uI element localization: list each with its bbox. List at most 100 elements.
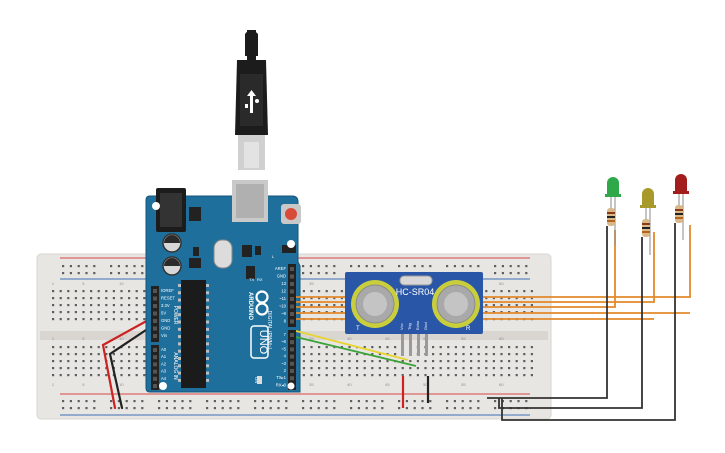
breadboard-hole <box>350 400 353 403</box>
breadboard-hole <box>120 318 123 321</box>
breadboard-hole <box>371 360 374 363</box>
breadboard-hole <box>105 346 108 349</box>
breadboard-hole <box>530 374 533 377</box>
breadboard-hole <box>394 367 397 370</box>
mounting-hole-1 <box>152 202 160 210</box>
breadboard-hole <box>105 311 108 314</box>
breadboard-hole <box>128 374 131 377</box>
breadboard-hole <box>133 400 136 403</box>
header-pin <box>153 311 157 316</box>
header-pin <box>153 304 157 308</box>
breadboard-hole <box>310 297 313 300</box>
usb-symbol-icon <box>245 90 259 113</box>
breadboard-hole <box>302 400 305 403</box>
breadboard-hole <box>97 346 100 349</box>
header-pin <box>153 369 157 374</box>
breadboard-hole <box>74 290 77 293</box>
breadboard-hole <box>413 265 416 268</box>
breadboard-hole <box>501 265 504 268</box>
breadboard-hole <box>125 272 128 275</box>
breadboard-hole <box>133 407 136 410</box>
breadboard-hole <box>515 367 518 370</box>
breadboard-hole <box>386 346 389 349</box>
breadboard-hole <box>105 304 108 307</box>
breadboard-hole <box>128 360 131 363</box>
chip-pin <box>206 364 209 368</box>
breadboard-hole <box>413 407 416 410</box>
pin-label: RESET <box>161 296 175 301</box>
breadboard-hole <box>318 297 321 300</box>
breadboard-hole <box>333 272 336 275</box>
breadboard-hole <box>500 346 503 349</box>
atmega-pins <box>178 284 209 382</box>
breadboard-hole <box>509 272 512 275</box>
breadboard-hole <box>340 304 343 307</box>
breadboard-hole <box>97 318 100 321</box>
reset-button[interactable] <box>285 208 297 220</box>
breadboard-hole <box>318 290 321 293</box>
breadboard-hole <box>302 374 305 377</box>
breadboard-hole <box>405 400 408 403</box>
breadboard-hole <box>143 367 146 370</box>
breadboard-hole <box>59 360 62 363</box>
header-pin <box>290 282 294 286</box>
pin-label: ~3 <box>281 361 286 366</box>
breadboard-hole <box>378 346 381 349</box>
chip-pin <box>178 327 181 331</box>
header-pin <box>290 312 294 316</box>
power-wires <box>101 316 430 410</box>
breadboard-hole <box>135 304 138 307</box>
breadboard-hole <box>112 360 115 363</box>
pin-label: ~10 <box>279 304 287 309</box>
breadboard-hole <box>74 367 77 370</box>
breadboard-hole <box>350 265 353 268</box>
breadboard-hole <box>530 290 533 293</box>
chip-pin <box>206 320 209 324</box>
breadboard-hole <box>277 400 280 403</box>
breadboard-hole <box>429 265 432 268</box>
breadboard-hole <box>285 400 288 403</box>
breadboard-hole <box>105 318 108 321</box>
breadboard-hole <box>143 297 146 300</box>
breadboard-hole <box>405 407 408 410</box>
breadboard-column-label: 60 <box>499 382 504 387</box>
chip-pin <box>178 357 181 360</box>
breadboard-hole <box>110 265 113 268</box>
breadboard-hole <box>453 400 456 403</box>
breadboard-hole <box>492 374 495 377</box>
breadboard-hole <box>517 265 520 268</box>
header-pin <box>153 319 157 323</box>
breadboard-hole <box>143 318 146 321</box>
breadboard-hole <box>371 346 374 349</box>
wire-ground-yellow-led <box>498 237 643 409</box>
breadboard-hole <box>74 360 77 363</box>
breadboard-hole <box>112 297 115 300</box>
breadboard-hole <box>340 290 343 293</box>
breadboard-column-label: 1 <box>52 281 55 286</box>
pin-label: ~5 <box>281 346 286 351</box>
breadboard-hole <box>135 318 138 321</box>
breadboard-hole <box>500 297 503 300</box>
breadboard-hole <box>454 360 457 363</box>
pin-label: ~9 <box>281 311 286 316</box>
breadboard-hole <box>477 407 480 410</box>
breadboard-hole <box>310 290 313 293</box>
breadboard-hole <box>128 367 131 370</box>
breadboard-hole <box>462 360 465 363</box>
chip-pin <box>178 313 181 317</box>
chip-pin <box>206 371 209 375</box>
breadboard-hole <box>90 367 93 370</box>
breadboard-hole <box>492 367 495 370</box>
usb-plug-metal-inner <box>244 142 259 168</box>
breadboard-hole <box>97 297 100 300</box>
breadboard-hole <box>82 318 85 321</box>
breadboard-hole <box>494 407 497 410</box>
breadboard-hole <box>447 367 450 370</box>
tx-label: TX <box>249 277 254 282</box>
breadboard-hole <box>492 297 495 300</box>
breadboard-hole <box>90 304 93 307</box>
breadboard-hole <box>67 311 70 314</box>
